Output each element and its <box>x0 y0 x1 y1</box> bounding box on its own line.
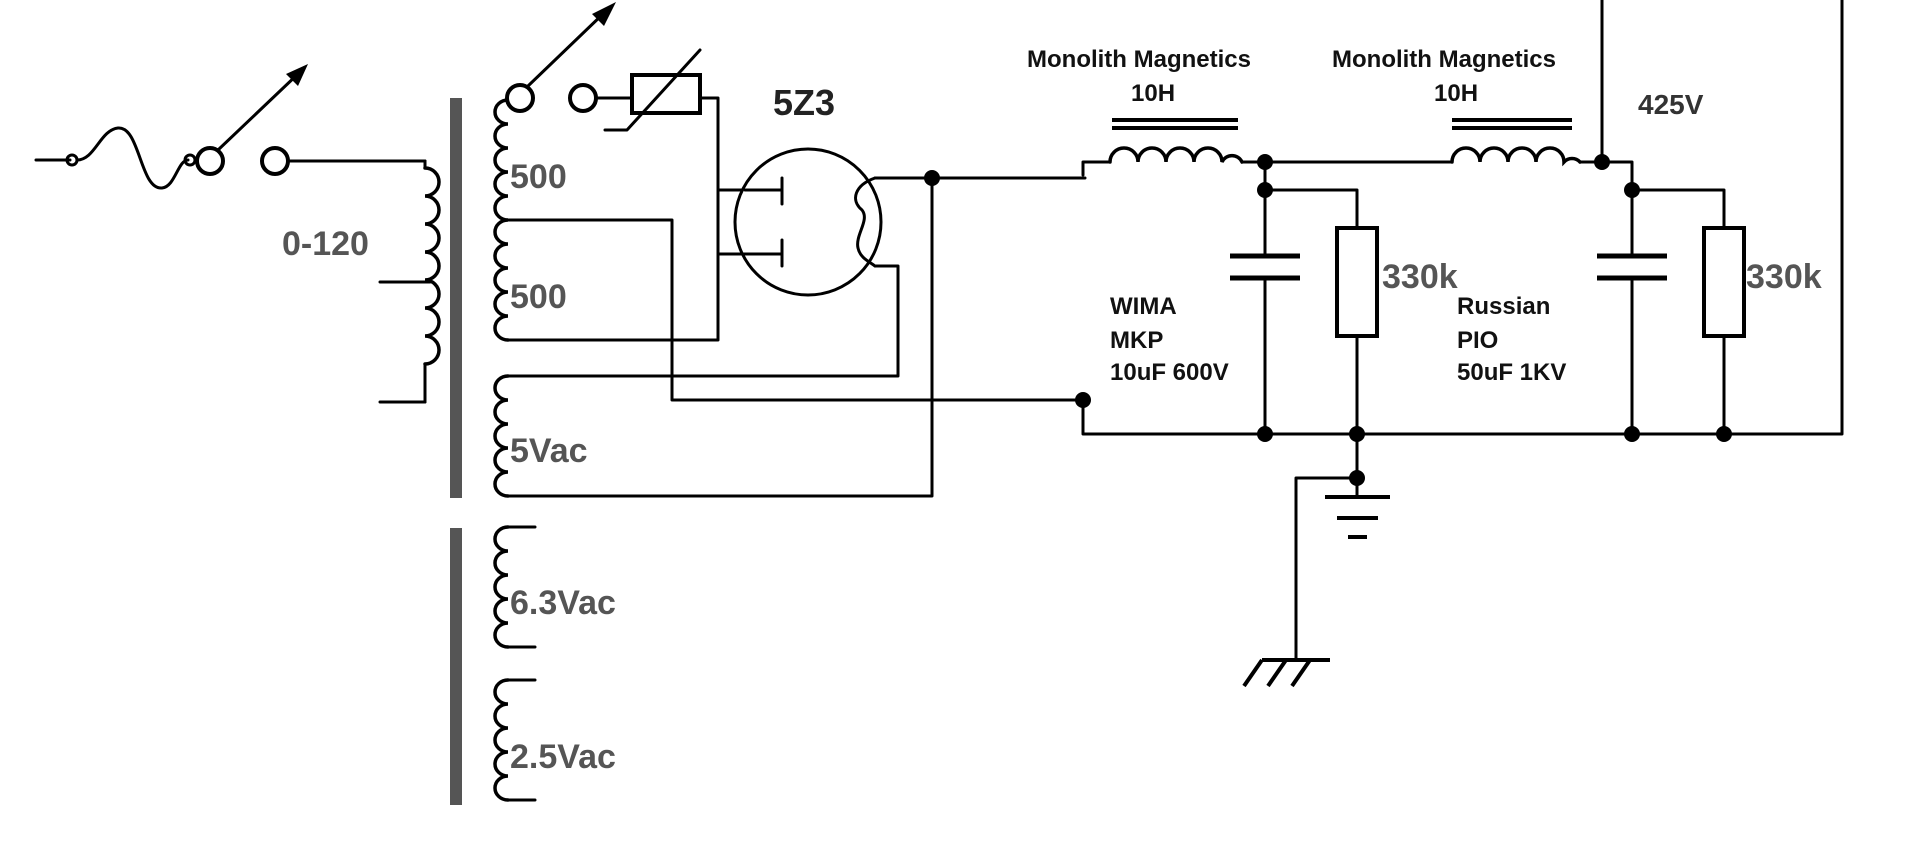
choke-1-icon <box>1081 118 1244 177</box>
resistor-1-label: 330k <box>1382 258 1458 296</box>
junction-dot <box>1257 426 1273 442</box>
wire <box>1630 188 1726 230</box>
capacitor-1-icon <box>1230 253 1300 281</box>
junction-dot <box>1716 426 1732 442</box>
rectifier-heater-label: 5Vac <box>510 432 588 470</box>
hv-winding-lower-label: 500 <box>510 278 567 316</box>
hv-wiring <box>518 176 1087 498</box>
transformer-5v-winding <box>493 374 522 498</box>
rectifier-tube-icon <box>518 147 912 378</box>
cap-1-label-line-3: 10uF 600V <box>1110 359 1229 386</box>
output-voltage-label: 425V <box>1638 89 1704 120</box>
heater-winding-2-label: 2.5Vac <box>510 738 616 776</box>
capacitor-2-icon <box>1597 253 1667 281</box>
signal-ground-icon <box>1325 495 1390 539</box>
choke-2-icon <box>1450 118 1582 167</box>
junction-dot <box>1594 154 1610 170</box>
chassis-ground-icon <box>1242 658 1330 688</box>
standby-switch-icon <box>505 2 634 113</box>
choke-2-maker-label: Monolith Magnetics <box>1332 46 1556 73</box>
transformer-2v5-winding <box>493 678 537 802</box>
cap-1-label-line-1: WIMA <box>1110 293 1177 320</box>
resistor-2-label: 330k <box>1746 258 1822 296</box>
hv-winding-upper-label: 500 <box>510 158 567 196</box>
heater-winding-1-label: 6.3Vac <box>510 584 616 622</box>
transformer-primary-coil <box>378 159 441 404</box>
choke-2-value-label: 10H <box>1434 80 1478 107</box>
thermistor-icon <box>603 48 747 192</box>
cap-2-label-line-3: 50uF 1KV <box>1457 359 1566 386</box>
wire <box>1294 476 1359 662</box>
choke-1-value-label: 10H <box>1131 80 1175 107</box>
cap-1-label-line-2: MKP <box>1110 327 1163 354</box>
cap-2-label-line-1: Russian <box>1457 293 1550 320</box>
transformer-6v3-winding <box>493 525 537 649</box>
junction-dot <box>924 170 940 186</box>
wire <box>1081 0 1844 436</box>
rectifier-tube-label: 5Z3 <box>773 82 835 123</box>
junction-dot <box>1624 426 1640 442</box>
resistor-2-icon <box>1702 226 1746 338</box>
power-switch-icon <box>193 64 427 176</box>
cap-2-label-line-2: PIO <box>1457 327 1498 354</box>
fuse-icon <box>34 126 197 190</box>
choke-1-maker-label: Monolith Magnetics <box>1027 46 1251 73</box>
primary-voltage-label: 0-120 <box>282 225 369 263</box>
wire <box>1263 188 1359 230</box>
resistor-1-icon <box>1335 226 1379 338</box>
